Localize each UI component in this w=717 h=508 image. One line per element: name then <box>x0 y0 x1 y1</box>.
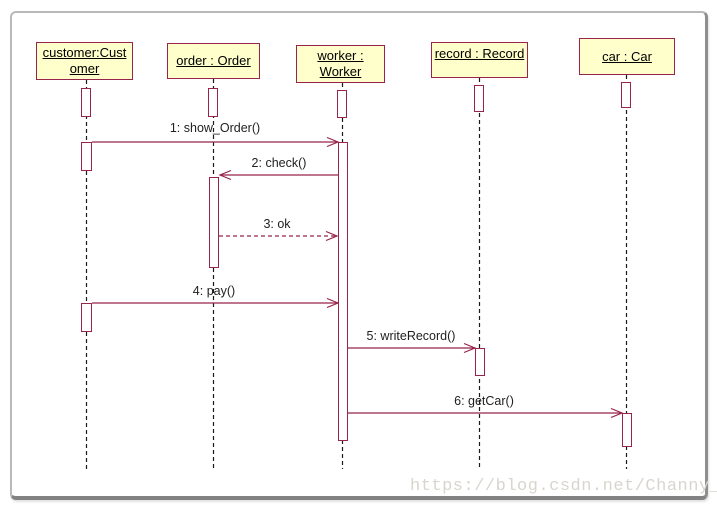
activation-bar-worker-3 <box>338 142 348 441</box>
actor-name-car: car : Car <box>602 48 652 64</box>
message-label-2: 2: check() <box>251 156 307 170</box>
message-label-3: 3: ok <box>263 217 291 231</box>
head-bar-record <box>474 85 484 112</box>
head-bar-customer <box>81 88 91 117</box>
activation-bar-record-4 <box>475 348 485 376</box>
activation-bar-customer-0 <box>81 142 92 171</box>
message-arrowhead-3 <box>325 230 339 242</box>
message-label-1: 1: show_Order() <box>169 121 261 135</box>
actor-box-customer: customer:Customer <box>36 42 133 80</box>
actor-box-car: car : Car <box>579 38 675 75</box>
message-label-6: 6: getCar() <box>454 394 514 408</box>
activation-bar-customer-1 <box>81 303 92 332</box>
actor-name-record: record : Record <box>434 46 525 61</box>
message-arrowhead-2 <box>218 169 232 181</box>
head-bar-order <box>208 88 218 117</box>
head-bar-worker <box>337 90 347 118</box>
activation-bar-order-2 <box>209 177 219 268</box>
message-label-4: 4: pay() <box>192 284 236 298</box>
watermark: https://blog.csdn.net/Channy_ <box>410 477 717 496</box>
actor-name-customer: customer:Customer <box>42 45 127 76</box>
head-bar-car <box>621 82 631 108</box>
actor-box-worker: worker : Worker <box>296 45 385 83</box>
actor-name-order: order : Order <box>176 53 251 68</box>
actor-box-order: order : Order <box>167 43 260 79</box>
activation-bar-car-5 <box>622 413 632 447</box>
actor-box-record: record : Record <box>431 42 528 78</box>
actor-name-worker: worker : Worker <box>317 48 364 79</box>
image-frame <box>10 11 708 500</box>
message-label-5: 5: writeRecord() <box>366 329 456 343</box>
